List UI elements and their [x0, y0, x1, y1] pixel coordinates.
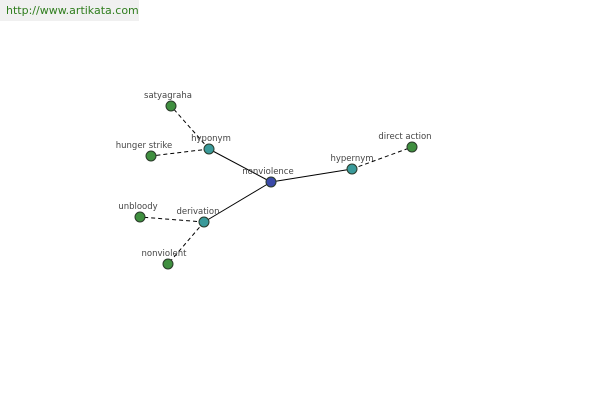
- node-direct-action-label: direct action: [378, 132, 431, 142]
- node-satyagraha-label: satyagraha: [144, 91, 192, 101]
- node-hyponym[interactable]: hyponym: [191, 134, 231, 155]
- node-derivation-dot[interactable]: [198, 216, 210, 228]
- node-nonviolence[interactable]: nonviolence: [242, 167, 294, 188]
- node-hunger-strike-label: hunger strike: [116, 141, 172, 151]
- node-satyagraha[interactable]: satyagraha: [144, 91, 192, 112]
- edge-hyponym-hunger-strike: [150, 148, 210, 157]
- node-nonviolence-dot[interactable]: [265, 176, 277, 188]
- source-url-text[interactable]: http://www.artikata.com: [6, 4, 139, 17]
- node-unbloody[interactable]: unbloody: [118, 202, 158, 223]
- edge-hypernym-direct-action: [351, 146, 413, 170]
- node-hypernym-label: hypernym: [330, 154, 373, 164]
- node-nonviolent-label: nonviolent: [142, 249, 188, 259]
- node-direct-action[interactable]: direct action: [378, 132, 432, 153]
- node-nonviolence-label: nonviolence: [242, 167, 293, 177]
- node-hypernym[interactable]: hypernym: [330, 154, 374, 175]
- edge-nonviolence-hypernym: [270, 168, 353, 183]
- node-derivation-label: derivation: [176, 207, 219, 217]
- node-hyponym-label: hyponym: [191, 134, 231, 144]
- node-nonviolent[interactable]: nonviolent: [142, 249, 188, 270]
- node-direct-action-dot[interactable]: [406, 141, 418, 153]
- node-unbloody-label: unbloody: [118, 202, 157, 212]
- node-hunger-strike[interactable]: hunger strike: [116, 141, 172, 162]
- edge-derivation-nonviolent: [167, 221, 205, 265]
- node-hunger-strike-dot[interactable]: [145, 150, 157, 162]
- node-satyagraha-dot[interactable]: [165, 100, 177, 112]
- edge-derivation-unbloody: [139, 216, 205, 223]
- edge-nonviolence-hyponym: [208, 148, 272, 183]
- edges-layer: [139, 105, 413, 265]
- edge-hyponym-satyagraha: [170, 105, 210, 150]
- node-nonviolent-dot[interactable]: [162, 258, 174, 270]
- node-hypernym-dot[interactable]: [346, 163, 358, 175]
- node-hyponym-dot[interactable]: [203, 143, 215, 155]
- node-unbloody-dot[interactable]: [134, 211, 146, 223]
- node-derivation[interactable]: derivation: [176, 207, 220, 228]
- source-url-banner[interactable]: http://www.artikata.com: [0, 0, 139, 21]
- edge-nonviolence-derivation: [203, 181, 272, 223]
- nodes-layer: nonviolence hyponym hypernym derivation …: [116, 91, 432, 270]
